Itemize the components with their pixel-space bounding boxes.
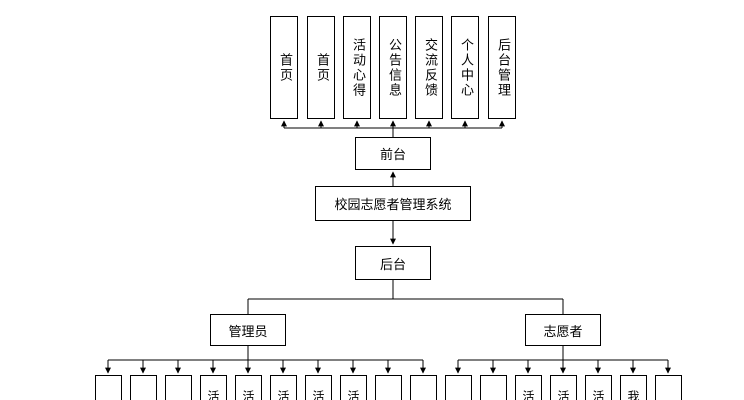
system-title-box: 校园志愿者管理系统 xyxy=(315,186,471,221)
admin-module: 活 xyxy=(270,375,297,400)
volunteer-module xyxy=(445,375,472,400)
volunteer-module: 活 xyxy=(515,375,542,400)
module-announcements: 公告信息 xyxy=(379,16,407,119)
module-personal-center: 个人中心 xyxy=(451,16,479,119)
volunteer-module: 活 xyxy=(585,375,612,400)
volunteer-role-box: 志愿者 xyxy=(525,314,601,346)
admin-module xyxy=(130,375,157,400)
module-feedback: 交流反馈 xyxy=(415,16,443,119)
back-end-box: 后台 xyxy=(355,246,431,280)
admin-module: 活 xyxy=(235,375,262,400)
admin-module xyxy=(375,375,402,400)
admin-module xyxy=(165,375,192,400)
module-home-1: 首页 xyxy=(270,16,298,119)
volunteer-module: 我 xyxy=(620,375,647,400)
admin-module: 活 xyxy=(340,375,367,400)
admin-module: 活 xyxy=(305,375,332,400)
module-backend-admin: 后台管理 xyxy=(488,16,516,119)
volunteer-module xyxy=(655,375,682,400)
admin-module xyxy=(410,375,437,400)
admin-role-box: 管理员 xyxy=(210,314,286,346)
volunteer-module: 活 xyxy=(550,375,577,400)
module-activity-insights: 活动心得 xyxy=(343,16,371,119)
front-end-box: 前台 xyxy=(355,137,431,170)
admin-module xyxy=(95,375,122,400)
module-home-2: 首页 xyxy=(307,16,335,119)
admin-module: 活 xyxy=(200,375,227,400)
volunteer-module xyxy=(480,375,507,400)
